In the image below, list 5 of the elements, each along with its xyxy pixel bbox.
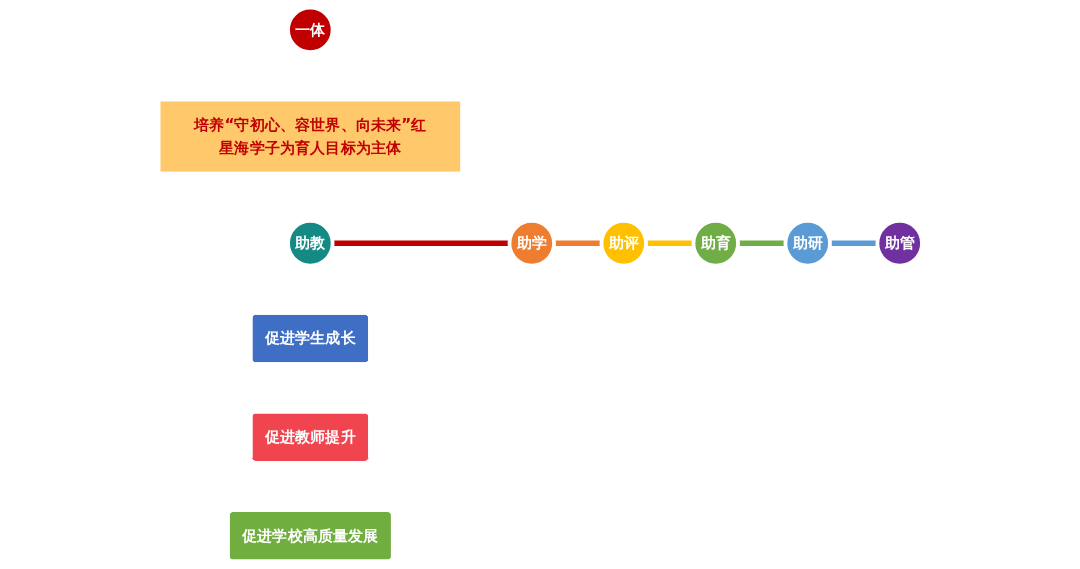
connector [553,240,602,247]
connector [737,240,786,247]
connector [332,240,510,247]
connector [829,240,878,247]
connector [645,240,694,247]
